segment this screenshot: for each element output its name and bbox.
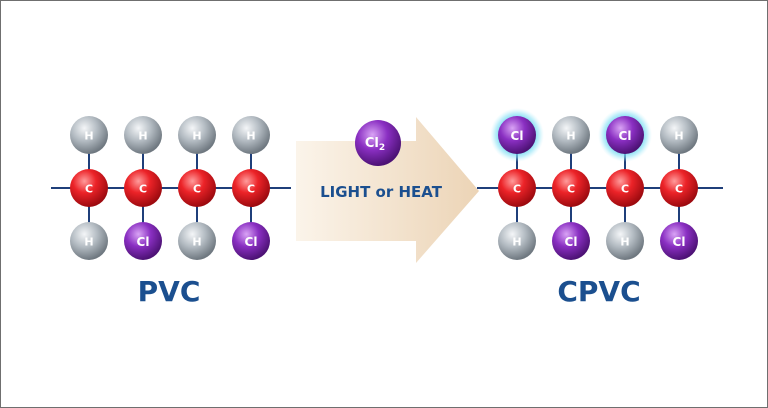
chlorine-atom [498,116,536,154]
cpvc-backbone-atom-3: C [606,169,644,207]
atom-symbol: H [566,130,575,143]
atom-symbol: C [193,183,201,196]
atom-symbol: H [192,236,201,249]
pvc-backbone-atom-1: C [70,169,108,207]
pvc-bottom-atom-4: Cl [232,222,270,260]
carbon-atom [552,169,590,207]
atom-symbol: C [247,183,255,196]
cpvc-backbone-atom-2: C [552,169,590,207]
atom-symbol: H [84,236,93,249]
carbon-atom [124,169,162,207]
atom-symbol: H [84,130,93,143]
cpvc-bottom-atom-4: Cl [660,222,698,260]
svg-text:Cl2: Cl2 [365,136,385,154]
atom-symbol: C [513,183,521,196]
pvc-bottom-atom-1: H [70,222,108,260]
atom-symbol: H [512,236,521,249]
pvc-top-atom-2: H [124,116,162,154]
atom-symbol: Cl [565,235,578,249]
atom-symbol: Cl [511,129,524,143]
hydrogen-atom [660,116,698,154]
hydrogen-atom [232,116,270,154]
atom-symbol: Cl [137,235,150,249]
atom-symbol: C [139,183,147,196]
cpvc-top-atom-1: Cl [498,116,536,154]
chlorine-atom [124,222,162,260]
hydrogen-atom [178,116,216,154]
atom-symbol: Cl [619,129,632,143]
carbon-atom [178,169,216,207]
cpvc-top-atom-4: H [660,116,698,154]
carbon-atom [660,169,698,207]
atom-symbol: H [620,236,629,249]
pvc-label: PVC [138,275,201,308]
reagent-symbol: Cl [365,136,379,151]
reagent-cl2: Cl2 [355,120,401,166]
pvc-bottom-atom-3: H [178,222,216,260]
hydrogen-atom [498,222,536,260]
hydrogen-atom [70,116,108,154]
pvc-backbone-atom-4: C [232,169,270,207]
reaction-arrow [296,117,479,263]
cpvc-bottom-atom-2: Cl [552,222,590,260]
chlorine-atom [660,222,698,260]
chlorine-atom [606,116,644,154]
cpvc-bottom-atom-3: H [606,222,644,260]
atom-symbol: H [246,130,255,143]
reaction-condition-label: LIGHT or HEAT [320,183,443,201]
hydrogen-atom [552,116,590,154]
carbon-atom [232,169,270,207]
atom-symbol: C [567,183,575,196]
cpvc-bottom-atom-1: H [498,222,536,260]
pvc-top-atom-4: H [232,116,270,154]
atom-symbol: C [85,183,93,196]
carbon-atom [498,169,536,207]
hydrogen-atom [606,222,644,260]
carbon-atom [70,169,108,207]
atom-symbol: C [621,183,629,196]
atom-symbol: H [138,130,147,143]
hydrogen-atom [178,222,216,260]
atom-symbol: Cl [673,235,686,249]
pvc-top-atom-1: H [70,116,108,154]
hydrogen-atom [124,116,162,154]
atom-symbol: H [192,130,201,143]
reagent-atom [355,120,401,166]
pvc-top-atom-3: H [178,116,216,154]
cpvc-backbone-atom-1: C [498,169,536,207]
chlorine-atom [232,222,270,260]
cpvc-top-atom-3: Cl [606,116,644,154]
atom-symbol: Cl [245,235,258,249]
pvc-backbone-atom-2: C [124,169,162,207]
atom-symbol: C [675,183,683,196]
chlorine-atom [552,222,590,260]
hydrogen-atom [70,222,108,260]
pvc-backbone-atom-3: C [178,169,216,207]
carbon-atom [606,169,644,207]
cpvc-backbone-atom-4: C [660,169,698,207]
reagent-subscript: 2 [379,143,385,153]
cpvc-label: CPVC [557,275,640,308]
cpvc-top-atom-2: H [552,116,590,154]
atom-symbol: H [674,130,683,143]
pvc-bottom-atom-2: Cl [124,222,162,260]
